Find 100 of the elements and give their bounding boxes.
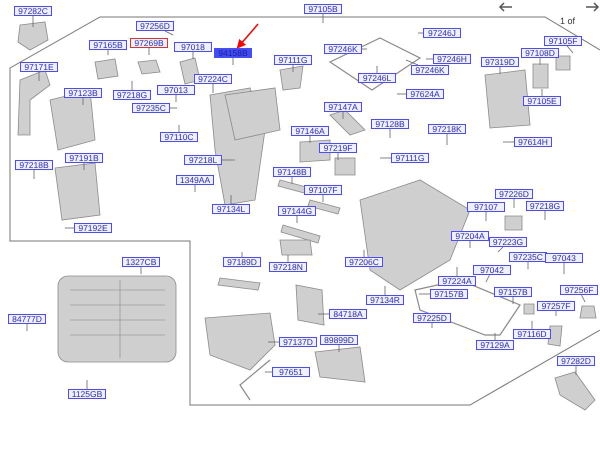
callout-number: 1349AA (176, 175, 214, 185)
leader-line (446, 134, 448, 146)
callout-number: 97107F (304, 185, 342, 195)
callout-number: 89899D (320, 335, 358, 345)
callout-number: 97319D (481, 57, 519, 67)
callout-number: 97013 (157, 85, 195, 95)
callout-number: 97111G (391, 153, 429, 163)
leader-line (164, 30, 174, 36)
callout-number: 97116D (513, 329, 551, 339)
callout-number: 97225D (413, 313, 451, 323)
page-counter: 1 of (560, 16, 576, 26)
callout-number: 97137D (279, 337, 317, 347)
leader-line (418, 32, 424, 34)
leader-line (86, 380, 88, 390)
callout-number: 97105E (523, 96, 561, 106)
callout-number: 97246K (411, 65, 449, 75)
callout-number: 97105F (544, 36, 582, 46)
callout-number: 97108D (521, 48, 559, 58)
callout-number: 97123B (64, 88, 102, 98)
callout-number: 97651 (272, 367, 310, 377)
callout-number: 97128B (371, 119, 409, 129)
callout-number: 97204A (451, 231, 489, 241)
callout-number: 97218N (269, 262, 307, 272)
leader-line (194, 184, 196, 192)
callout-number: 97165B (89, 40, 127, 50)
leader-line (212, 84, 214, 94)
leader-line (486, 274, 490, 282)
callout-number: 97146A (291, 126, 329, 136)
leader-line (32, 16, 34, 28)
callout-number: 97246H (433, 54, 471, 64)
callout-number: 97111G (274, 55, 312, 65)
leader-line (322, 14, 324, 24)
callout-number: 97624A (406, 89, 444, 99)
callout-number: 97129A (476, 340, 514, 350)
callout-number: 97218B (15, 160, 53, 170)
leader-line (296, 216, 298, 224)
callout-number: 94158B (214, 48, 252, 58)
callout-number: 97206C (345, 257, 383, 267)
callout-number: 97107 (467, 202, 505, 212)
callout-number: 97018 (174, 42, 212, 52)
callout-number: 97223G (489, 237, 527, 247)
leader-line (456, 266, 458, 276)
callout-number: 1327CB (122, 257, 160, 267)
leader-line (338, 344, 340, 352)
callout-number: 97110C (160, 132, 198, 142)
callout-number: 97282C (14, 6, 52, 16)
callout-number: 97147A (324, 102, 362, 112)
callout-number: 97219F (319, 143, 357, 153)
leader-line (494, 332, 496, 340)
callout-number: 97256F (560, 285, 598, 295)
leader-line (362, 48, 368, 50)
callout-number: 97191B (65, 153, 103, 163)
callout-number: 97218G (113, 90, 151, 100)
callout-number: 97189D (223, 257, 261, 267)
leader-line (38, 72, 40, 82)
leader-line (292, 64, 294, 72)
callout-number: 97235C (509, 252, 547, 262)
leader-line (406, 60, 418, 66)
callout-number: 97256D (136, 21, 174, 31)
callout-number: 97134R (366, 295, 404, 305)
callout-number: 97246L (358, 73, 396, 83)
leader-line (230, 194, 232, 204)
callout-number: 97282D (557, 356, 595, 366)
callout-number: 97246K (324, 44, 362, 54)
leader-line (426, 58, 434, 60)
callout-number: 84777D (8, 314, 46, 324)
leader-line (342, 112, 344, 120)
leader-line (140, 266, 142, 274)
callout-number: 97157B (494, 287, 532, 297)
callout-number: 97226D (495, 189, 533, 199)
callout-number: 97246J (423, 28, 461, 38)
leader-line (192, 52, 194, 60)
callout-number: 97224C (194, 74, 232, 84)
leader-line (322, 194, 324, 202)
callout-number: 97218L (184, 155, 222, 165)
callout-number: 97257F (537, 301, 575, 311)
callout-number: 97235C (132, 103, 170, 113)
callout-number: 97148B (273, 167, 311, 177)
leader-line (384, 286, 386, 296)
leader-line (82, 98, 84, 106)
leader-line (512, 296, 514, 304)
leader-line (581, 294, 586, 302)
leader-line (544, 210, 546, 220)
leader-line (26, 324, 28, 332)
leader-line (148, 48, 150, 56)
leader-line (566, 46, 574, 54)
callout-number: 97144G (278, 206, 316, 216)
callout-number: 97224A (438, 276, 476, 286)
callout-number: 84718A (329, 309, 367, 319)
callout-number: 97157B (430, 289, 468, 299)
callout-number: 97192E (74, 223, 112, 233)
arrow (236, 24, 259, 49)
callout-number: 97614H (514, 137, 552, 147)
callout-number: 97218K (428, 124, 466, 134)
callout-number: 97105B (304, 4, 342, 14)
callout-number: 97134L (212, 204, 250, 214)
leader-line (498, 246, 504, 252)
callout-number: 97269B (130, 38, 168, 48)
leader-line (178, 124, 180, 132)
callout-number: 97171E (20, 62, 58, 72)
